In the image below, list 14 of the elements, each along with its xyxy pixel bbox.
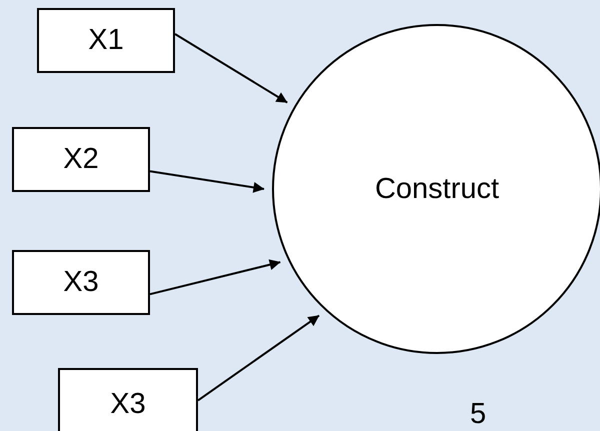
node-label: Construct bbox=[374, 172, 500, 206]
arrow bbox=[174, 33, 288, 104]
indicator-box bbox=[12, 127, 150, 192]
indicator-box bbox=[37, 8, 175, 73]
indicator-box bbox=[58, 368, 198, 431]
arrow bbox=[150, 170, 264, 193]
node-label: X1 bbox=[88, 24, 124, 57]
page-number: 5 bbox=[470, 398, 486, 431]
node-label: X2 bbox=[63, 143, 99, 176]
node-label: X3 bbox=[110, 388, 146, 420]
arrow bbox=[150, 259, 281, 296]
indicator-box bbox=[12, 250, 150, 315]
arrow bbox=[197, 314, 320, 402]
node-label: X3 bbox=[63, 266, 99, 299]
